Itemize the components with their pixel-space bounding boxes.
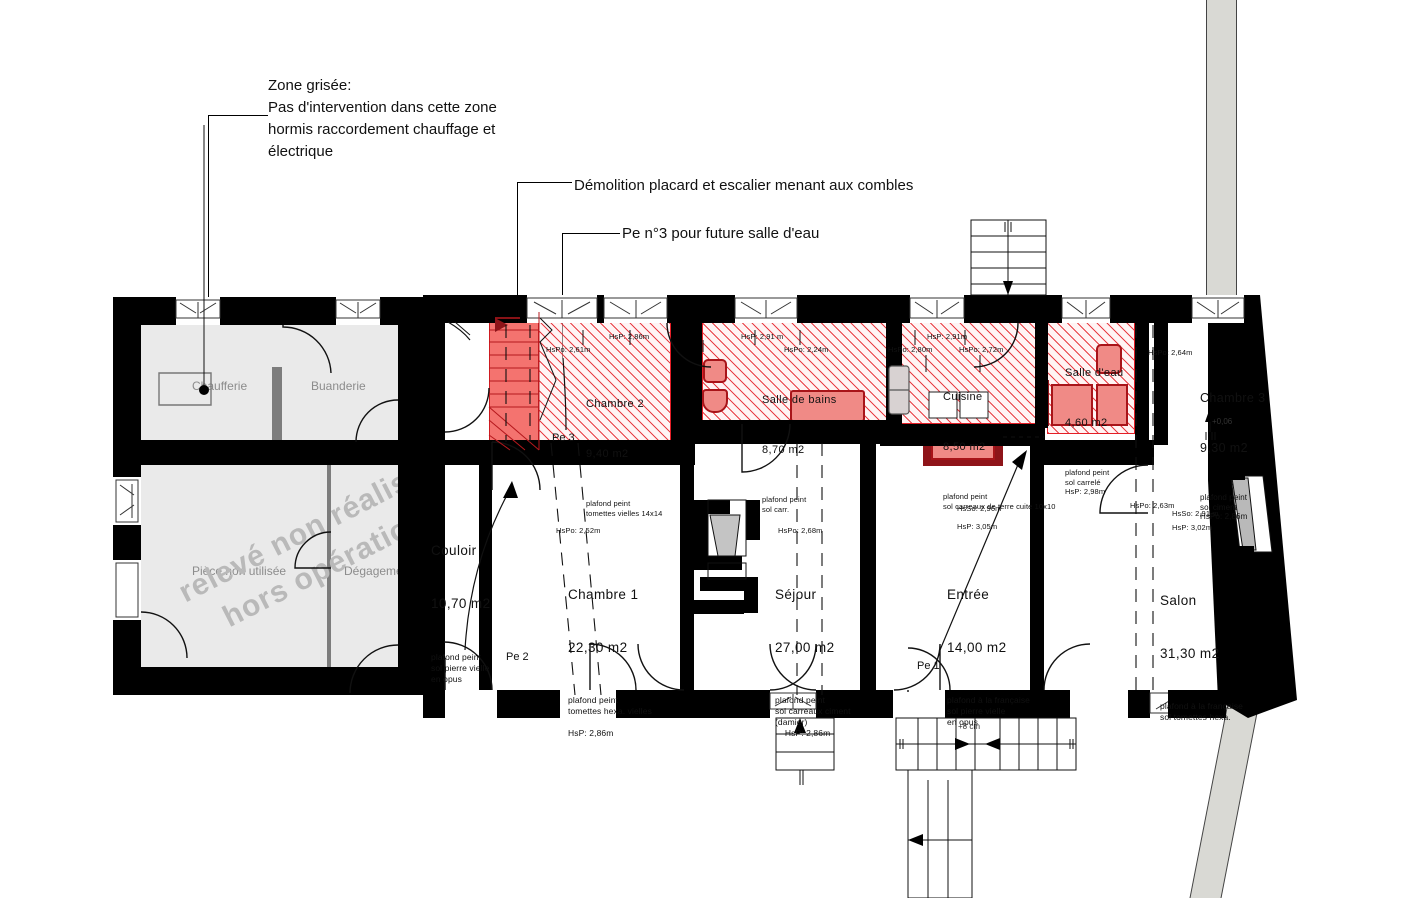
- room-area: 9,30 m2: [1200, 441, 1248, 455]
- room-label-entree: Entrée 14,00 m2 plafond à la française s…: [947, 551, 1030, 764]
- room-name: Salle de bains: [762, 394, 837, 406]
- room-desc: plafond peint sol ciment HsPo: 2,86m: [1200, 493, 1248, 521]
- leader-demolition-horizontal: [517, 182, 572, 183]
- height-label-sejour-hspo: HsPo: 2,68m: [778, 526, 823, 535]
- room-desc: plafond peint tomettes hexa. vielles HsP…: [568, 695, 652, 738]
- room-name: Chambre 1: [568, 587, 639, 602]
- room-area: 4,60 m2: [1065, 417, 1108, 429]
- grey-partition-lower: [327, 465, 331, 695]
- grey-zone-lower: [140, 465, 400, 695]
- height-label-cuisine-hspo1: HsPo: 2,80m: [888, 345, 933, 354]
- height-label-salon-hspo: HsPo: 2,63m: [1130, 501, 1175, 510]
- level-mark-entree-step: +8 cm: [958, 722, 981, 731]
- room-name: Couloir: [431, 543, 477, 558]
- ghost-room-degagement: Dégagement: [344, 564, 413, 578]
- room-name: Salle d'eau: [1065, 367, 1124, 379]
- ghost-room-buandiere: Buanderie: [311, 379, 366, 393]
- room-area: 8,70 m2: [762, 444, 805, 456]
- room-name: Entrée: [947, 587, 990, 602]
- room-label-cuisine: Cuisine 8,50 m2 plafond peint sol carrea…: [943, 355, 1056, 547]
- fixture-washbasin-salle-deau: [1096, 384, 1128, 426]
- height-label-cuisine-hsp: HsP: 2,91m: [927, 332, 968, 341]
- chimney-stack-top: [1206, 0, 1237, 297]
- leader-demolition-vertical: [517, 182, 518, 322]
- room-name: Chambre 2: [586, 398, 645, 410]
- height-label-cuisine-hspo2: HsPo: 2,72m: [959, 345, 1004, 354]
- fixture-washbasin-bathroom: [703, 359, 727, 383]
- room-area: 9,40 m2: [586, 448, 629, 460]
- leader-pe3-horizontal: [562, 233, 620, 234]
- leader-grey-zone-vertical: [208, 115, 209, 389]
- room-label-chambre2: Chambre 2 9,40 m2 plafond peint tomettes…: [586, 362, 662, 554]
- room-label-chambre3: Chambre 3 9,30 m2 plafond peint sol cime…: [1200, 356, 1265, 558]
- room-desc: plafond peint sol carr.: [762, 495, 807, 514]
- room-desc: plafond peint sol carrelé HsP: 2,98m: [1065, 468, 1110, 496]
- height-label-chambre3-hspo: HsPo: 2,64m: [1148, 348, 1193, 357]
- grey-zone-upper: [140, 325, 400, 440]
- height-label-chambre2-hspo: HsPo: 2,61m: [546, 345, 591, 354]
- height-label-salon-hsso: HsSo: 2,91 m: [1172, 509, 1219, 518]
- fixture-toilet-bathroom: [702, 389, 728, 413]
- fixture-shower-tray: [1051, 384, 1093, 426]
- room-desc: plafond peint sol pierre vielle en opus: [431, 652, 490, 684]
- room-name: Chambre 3: [1200, 391, 1266, 405]
- annotation-pe3: Pe n°3 pour future salle d'eau: [622, 225, 820, 242]
- annotation-demolition: Démolition placard et escalier menant au…: [574, 177, 914, 194]
- room-area: 31,30 m2: [1160, 646, 1220, 661]
- height-label-salon-hsp: HsP: 3,02m: [1172, 523, 1213, 532]
- demolition-zone-cuisine: [900, 312, 1040, 424]
- room-label-salle-de-bains: Salle de bains 8,70 m2 plafond peint sol…: [762, 358, 837, 550]
- grey-partition-vertical: [272, 367, 282, 440]
- height-label-entree-hsp: HsP: 3,05m: [957, 522, 998, 531]
- leader-grey-zone-horizontal: [208, 115, 268, 116]
- height-label-chambre2-hsp: HsP: 2,86m: [609, 332, 650, 341]
- room-name: Salon: [1160, 593, 1197, 608]
- level-mark-chambre3: +0,06: [1212, 417, 1233, 426]
- height-label-sdb-hsp: HsP: 2,91 m: [741, 332, 784, 341]
- ghost-room-piece-non-utilisee: Pièce non utilisée: [192, 564, 287, 578]
- room-desc: plafond peint sol carreaux ciment (damie…: [775, 695, 851, 738]
- annotation-grey-zone: Zone grisée: Pas d'intervention dans cet…: [268, 77, 497, 160]
- room-desc: plafond à la française sol pierre vielle…: [947, 695, 1031, 727]
- room-label-chambre1: Chambre 1 22,30 m2 plafond peint tomette…: [568, 551, 652, 775]
- room-area: 8,50 m2: [943, 441, 986, 453]
- fixture-wc-salle-deau: [1096, 344, 1122, 374]
- room-label-couloir: Couloir 10,70 m2 plafond peint sol pierr…: [431, 507, 491, 721]
- room-label-salon: Salon 31,30 m2 plafond à la française so…: [1160, 557, 1243, 759]
- room-label-sejour: Séjour 27,00 m2 plafond peint sol carrea…: [775, 551, 851, 775]
- room-desc: plafond à la française sol tomettes hexa…: [1160, 701, 1244, 722]
- room-area: 22,30 m2: [568, 640, 628, 655]
- room-area: 10,70 m2: [431, 596, 491, 611]
- height-label-entree-hsso: HsSo: 2,96m: [957, 504, 1002, 513]
- room-area: 14,00 m2: [947, 640, 1007, 655]
- room-desc: plafond peint sol carreaux de terre cuit…: [943, 492, 1056, 511]
- room-area: 27,00 m2: [775, 640, 835, 655]
- door-tag-pe2: Pe 2: [506, 651, 529, 663]
- room-desc: plafond peint tomettes vielles 14x14: [586, 499, 663, 518]
- room-label-salle-deau: Salle d'eau 4,60 m2 plafond peint sol ca…: [1065, 331, 1124, 533]
- height-label-sdb-hspo: HsPo: 2,24m: [784, 345, 829, 354]
- height-label-chambre1-hspo: HsPo: 2,52m: [556, 526, 601, 535]
- room-name: Cuisine: [943, 391, 983, 403]
- door-tag-pe3: Pe 3: [552, 432, 575, 444]
- room-name: Séjour: [775, 587, 817, 602]
- door-tag-pe1: Pe 1: [917, 660, 940, 672]
